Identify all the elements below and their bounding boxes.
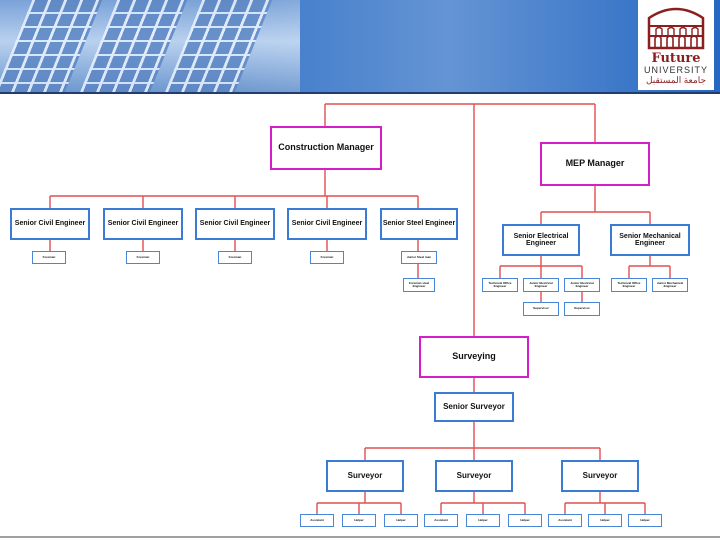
foreman-box: Foreman bbox=[126, 251, 160, 264]
senior-surveyor-box: Senior Surveyor bbox=[434, 392, 514, 422]
foreman-box: Foreman bbox=[310, 251, 344, 264]
survey-staff-box: Assistant bbox=[548, 514, 582, 527]
technical-office-box: Technical Office Engineer bbox=[482, 278, 518, 292]
mechanical-engineer-box: Senior Mechanical Engineer bbox=[610, 224, 690, 256]
survey-staff-box: Assistant bbox=[424, 514, 458, 527]
civil-engineer-box: Senior Civil Engineer bbox=[10, 208, 90, 240]
colosseum-icon bbox=[647, 7, 705, 50]
mep-manager-box: MEP Manager bbox=[540, 142, 650, 186]
supervisor-box: Supervisor bbox=[523, 302, 559, 316]
junior-electrical-box: Junior Electrical Engineer bbox=[564, 278, 600, 292]
survey-staff-box: Helper bbox=[628, 514, 662, 527]
survey-staff-box: Helper bbox=[466, 514, 500, 527]
survey-staff-box: Helper bbox=[342, 514, 376, 527]
foreman-box: Foreman bbox=[218, 251, 252, 264]
junior-electrical-box: Junior Electrical Engineer bbox=[523, 278, 559, 292]
foreman-box: Foreman bbox=[32, 251, 66, 264]
surveying-box: Surveying bbox=[419, 336, 529, 378]
civil-engineer-box: Senior Civil Engineer bbox=[287, 208, 367, 240]
surveyor-box: Surveyor bbox=[435, 460, 513, 492]
survey-staff-box: Assistant bbox=[300, 514, 334, 527]
footer-divider bbox=[0, 536, 720, 538]
header-banner: Future UNIVERSITY جامعة المستقبل bbox=[0, 0, 720, 92]
survey-staff-box: Helper bbox=[588, 514, 622, 527]
junior-mechanical-box: Junior Mechanical Engineer bbox=[652, 278, 688, 292]
technical-office-box: Technical Office Engineer bbox=[611, 278, 647, 292]
electrical-engineer-box: Senior Electrical Engineer bbox=[502, 224, 580, 256]
surveyor-box: Surveyor bbox=[561, 460, 639, 492]
junior-steel-box: Junior Steel man bbox=[401, 251, 437, 264]
logo-arabic: جامعة المستقبل bbox=[645, 75, 707, 85]
civil-engineer-box: Senior Civil Engineer bbox=[195, 208, 275, 240]
survey-staff-box: Helper bbox=[384, 514, 418, 527]
survey-staff-box: Helper bbox=[508, 514, 542, 527]
header-divider bbox=[0, 92, 720, 94]
building-photo bbox=[0, 0, 300, 92]
university-logo: Future UNIVERSITY جامعة المستقبل bbox=[638, 0, 714, 90]
construction-manager-box: Construction Manager bbox=[270, 126, 382, 170]
foreman-steel-box: Foreman steel Engineer bbox=[403, 278, 435, 292]
steel-engineer-box: Senior Steel Engineer bbox=[380, 208, 458, 240]
logo-word: UNIVERSITY bbox=[643, 65, 708, 75]
surveyor-box: Surveyor bbox=[326, 460, 404, 492]
civil-engineer-box: Senior Civil Engineer bbox=[103, 208, 183, 240]
supervisor-box: Supervisor bbox=[564, 302, 600, 316]
logo-word: Future bbox=[651, 51, 701, 66]
